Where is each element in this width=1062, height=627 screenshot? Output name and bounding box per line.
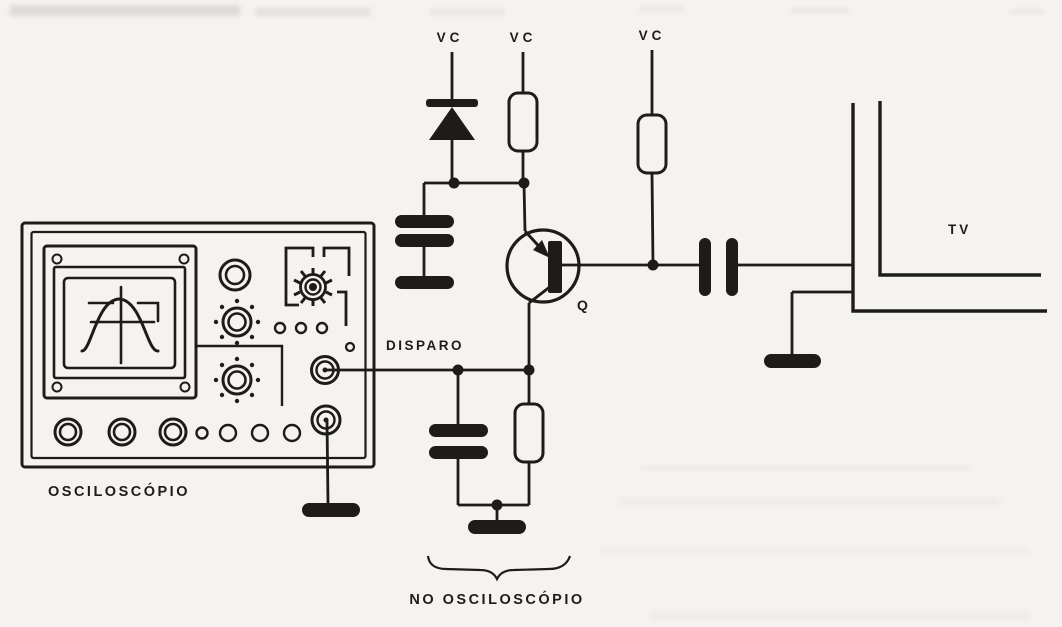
knob-vertical-gain: [218, 258, 252, 292]
selector-knob: [293, 268, 333, 306]
transistor: Q: [505, 183, 654, 370]
waveform-trace: [80, 285, 160, 365]
vc-label-right: VC: [639, 28, 666, 43]
crt-bezel: [42, 244, 198, 400]
bezel-screw-icon: [51, 253, 63, 265]
vc-label-mid: VC: [510, 30, 537, 45]
capacitor-plate: [395, 234, 454, 247]
diode-branch: VC: [426, 30, 478, 184]
resistor-symbol: [513, 402, 545, 464]
bottom-knob-row: [53, 417, 302, 447]
tv-ground: [764, 290, 853, 368]
crt-screen: [62, 276, 177, 370]
selector-bracket: [284, 246, 351, 326]
resistor-r2-branch: VC: [636, 28, 668, 271]
oscilloscope: OSCILOSCÓPIO: [20, 221, 376, 500]
capacitor-plate: [429, 424, 488, 437]
transistor-base-bar: [548, 241, 562, 293]
resistor-r1-branch: VC: [507, 30, 539, 184]
capacitor-plate: [726, 238, 738, 296]
trigger-label: DISPARO: [386, 338, 464, 353]
oscilloscope-caption: OSCILOSCÓPIO: [48, 482, 190, 500]
indicator-lamps: [273, 321, 356, 353]
tv-label: TV: [948, 222, 971, 237]
bezel-screw-icon: [51, 381, 63, 393]
knob-tick-dots: [213, 298, 261, 346]
scope-ground: [302, 419, 360, 517]
crt-frame: [52, 265, 187, 380]
top-node: [424, 177, 530, 189]
ground-symbol: [302, 503, 360, 517]
emitter-network: [429, 364, 545, 534]
knob-with-ticks-upper: [213, 298, 261, 346]
bezel-screw-icon: [178, 253, 190, 265]
scope-case-outer: [20, 221, 376, 469]
emitter-arrow-icon: [533, 240, 550, 258]
diode-symbol: [426, 99, 478, 140]
ground-symbol: [468, 520, 526, 534]
trigger-wire: DISPARO: [325, 338, 529, 372]
coupling-capacitor: [653, 238, 853, 296]
junction-dot: [518, 177, 530, 189]
vc-label-left: VC: [437, 30, 464, 45]
panel-divider: [196, 344, 284, 406]
brace-annotation: NO OSCILOSCÓPIO: [409, 555, 584, 608]
knob-tick-dots: [213, 356, 261, 404]
curly-brace-icon: [426, 555, 572, 582]
transistor-ref-label: Q: [577, 297, 589, 313]
knob-with-ticks-lower: [213, 356, 261, 404]
base-capacitor-stack: [395, 183, 454, 289]
bezel-screw-icon: [179, 381, 191, 393]
capacitor-plate: [395, 215, 454, 228]
junction-dot: [448, 177, 460, 189]
scope-case-inner: [30, 230, 367, 460]
resistor-symbol: [507, 91, 539, 153]
capacitor-plate: [395, 276, 454, 289]
crt-display: [42, 244, 198, 400]
ground-symbol: [764, 354, 821, 368]
scan-artifacts: [10, 5, 1045, 619]
selector-knob-spikes: [293, 268, 333, 306]
capacitor-plate: [429, 446, 488, 459]
tv-chassis: TV: [851, 101, 1047, 313]
capacitor-plate: [699, 238, 711, 296]
resistor-symbol: [636, 113, 668, 175]
brace-caption: NO OSCILOSCÓPIO: [409, 590, 584, 608]
